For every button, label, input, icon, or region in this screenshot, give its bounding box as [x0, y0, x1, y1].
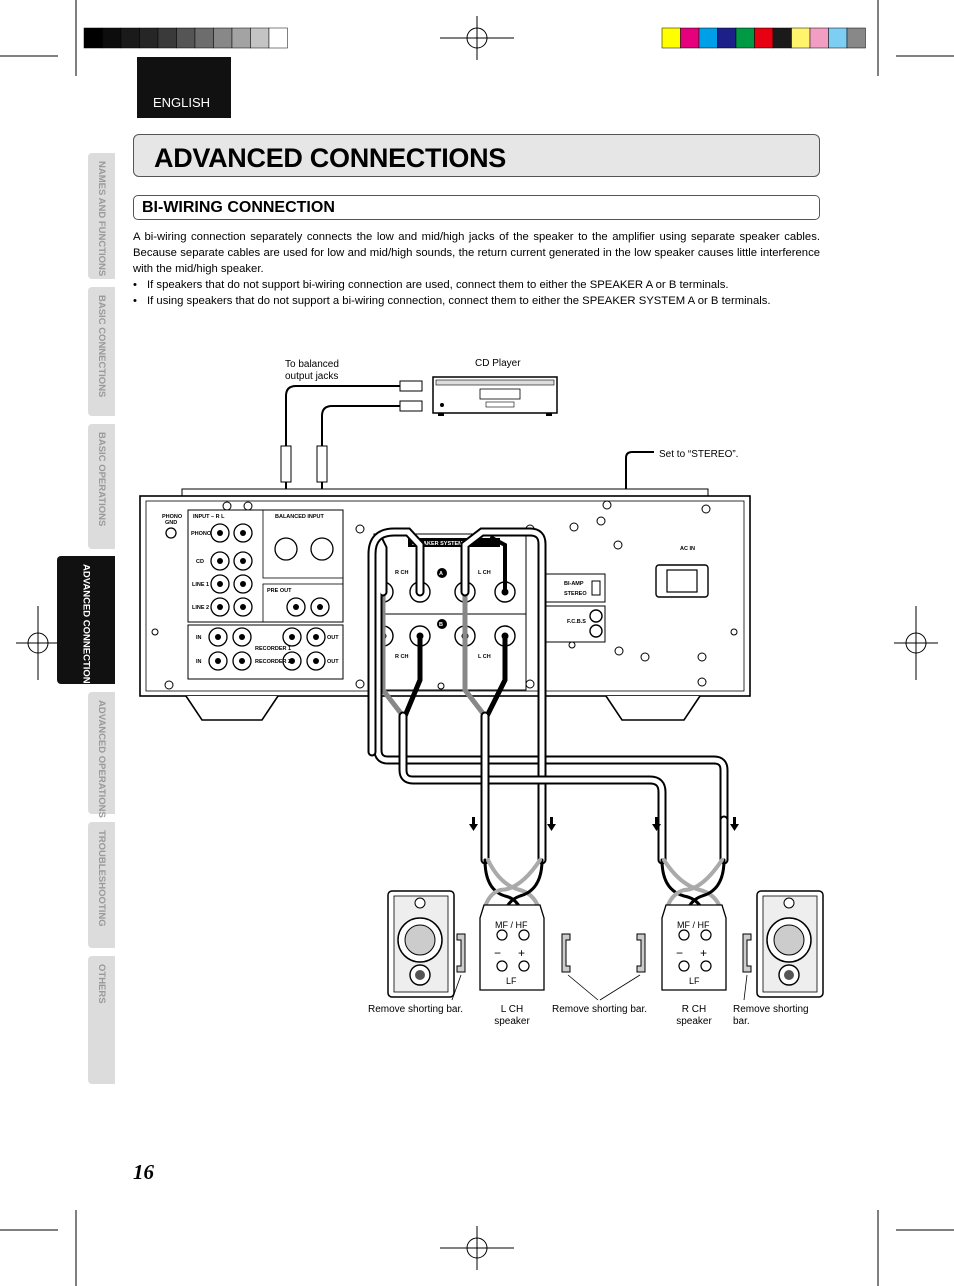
plus-symbol: + — [700, 946, 707, 960]
panel-phono-jack-label: PHONO — [191, 531, 212, 537]
rch-speaker-caption: R CH speaker — [668, 1004, 720, 1028]
page-number: 16 — [133, 1160, 154, 1184]
leader-lines — [451, 974, 748, 1001]
page-title-box: ADVANCED CONNECTIONS — [133, 134, 820, 177]
side-tab-basic-connections[interactable]: BASIC CONNECTIONS — [88, 287, 115, 416]
remove-shorting-bar-note: Remove shorting bar. — [552, 1004, 648, 1015]
language-tab: ENGLISH — [137, 57, 231, 118]
side-tab-label: OTHERS — [96, 964, 107, 1004]
balanced-note-line: output jacks — [285, 371, 339, 382]
shorting-bars — [456, 933, 752, 973]
lch-lf-label: LF — [506, 976, 517, 986]
side-tab-label: BASIC OPERATIONS — [96, 432, 107, 527]
caption-line: bar. — [733, 1016, 750, 1027]
speaker-cables — [367, 527, 729, 968]
section-title: BI-WIRING CONNECTION — [142, 199, 335, 216]
right-speaker-front — [756, 890, 824, 998]
panel-rch-label: R CH — [395, 570, 408, 576]
side-tab-label: BASIC CONNECTIONS — [96, 295, 107, 398]
language-label: ENGLISH — [153, 95, 211, 110]
side-tab-advanced-connections[interactable]: ADVANCED CONNECTIONS — [57, 556, 115, 690]
panel-preout-label: PRE OUT — [267, 588, 292, 594]
panel-cd-label: CD — [196, 559, 204, 565]
remove-shorting-bar-note: Remove shorting bar. — [733, 1004, 809, 1028]
rch-lf-label: LF — [689, 976, 700, 986]
panel-speaker-systems-label: SPEAKER SYSTEMS — [412, 541, 467, 547]
registration-swatch — [268, 27, 288, 49]
panel-biamp-label: BI-AMP — [564, 581, 584, 587]
rch-mf-hf-label: MF / HF — [677, 920, 710, 930]
panel-recorder2-label: RECORDER 2 — [255, 659, 291, 665]
side-tab-basic-operations[interactable]: BASIC OPERATIONS — [88, 424, 115, 549]
left-speaker-front — [387, 890, 455, 998]
side-tab-troubleshooting[interactable]: TROUBLESHOOTING — [88, 822, 115, 948]
lch-speaker-caption: L CH speaker — [486, 1004, 538, 1028]
cd-player-label: CD Player — [475, 358, 521, 369]
lch-terminal-panel — [479, 904, 545, 991]
balanced-note: To balanced output jacks — [285, 359, 339, 383]
caption-line: speaker — [494, 1016, 530, 1027]
side-tab-others[interactable]: OTHERS — [88, 956, 115, 1084]
remove-shorting-bar-note: Remove shorting bar. — [368, 1004, 464, 1015]
signal-direction-arrows — [469, 817, 739, 831]
panel-a-label: A — [439, 571, 443, 577]
panel-balanced-label: BALANCED INPUT — [275, 514, 325, 520]
page-title: ADVANCED CONNECTIONS — [154, 143, 507, 173]
caption-line: Remove shorting — [733, 1004, 809, 1015]
panel-out-label: OUT — [327, 659, 339, 665]
registration-swatch — [846, 27, 866, 49]
bullet-item: •If speakers that do not support bi-wiri… — [133, 279, 729, 291]
section-title-box: BI-WIRING CONNECTION — [133, 195, 820, 220]
panel-input-label: INPUT – R L — [193, 514, 225, 520]
bullet-text: If speakers that do not support bi-wirin… — [147, 279, 729, 291]
cd-player-illustration — [432, 376, 558, 416]
panel-in-label: IN — [196, 659, 202, 665]
bullet-text: If using speakers that do not support a … — [147, 295, 771, 307]
minus-symbol: − — [494, 946, 501, 960]
body-text: A bi-wiring connection separately connec… — [133, 229, 820, 309]
side-tab-advanced-operations[interactable]: ADVANCED OPERATIONS — [88, 692, 115, 818]
stereo-pointer-line — [598, 451, 654, 589]
side-tab-label: NAMES AND FUNCTIONS — [96, 161, 107, 277]
balanced-note-line: To balanced — [285, 359, 339, 370]
caption-line: speaker — [676, 1016, 712, 1027]
lch-mf-hf-label: MF / HF — [495, 920, 528, 930]
panel-lch-label: L CH — [478, 654, 491, 660]
panel-b-label: B — [439, 622, 443, 628]
panel-gnd-label: GND — [165, 520, 177, 526]
bullet-item: •If using speakers that do not support a… — [133, 295, 771, 307]
stereo-note: Set to “STEREO”. — [659, 449, 739, 460]
panel-line1-label: LINE 1 — [192, 582, 209, 588]
side-tab-label: TROUBLESHOOTING — [96, 830, 107, 927]
panel-lch-label: L CH — [478, 570, 491, 576]
side-tab-label: ADVANCED CONNECTIONS — [80, 564, 92, 690]
panel-out-label: OUT — [327, 635, 339, 641]
panel-phono-label: PHONO — [162, 514, 183, 520]
side-tab-names-and-functions[interactable]: NAMES AND FUNCTIONS — [88, 153, 115, 279]
rch-terminal-panel — [661, 904, 727, 991]
panel-line2-label: LINE 2 — [192, 605, 209, 611]
panel-fcbs-label: F.C.B.S — [567, 619, 586, 625]
intro-paragraph: A bi-wiring connection separately connec… — [133, 231, 820, 275]
panel-recorder1-label: RECORDER 1 — [255, 646, 291, 652]
panel-acin-label: AC IN — [680, 546, 695, 552]
side-tab-label: ADVANCED OPERATIONS — [96, 700, 107, 818]
plus-symbol: + — [518, 946, 525, 960]
caption-line: R CH — [681, 1004, 707, 1015]
panel-rch-label: R CH — [395, 654, 408, 660]
panel-stereo-label: STEREO — [564, 591, 587, 597]
panel-in-label: IN — [196, 635, 202, 641]
minus-symbol: − — [676, 946, 683, 960]
caption-line: L CH — [500, 1004, 524, 1015]
amplifier-rear-panel: PHONO GND INPUT – R L BALANCED INPUT PHO… — [139, 488, 751, 721]
